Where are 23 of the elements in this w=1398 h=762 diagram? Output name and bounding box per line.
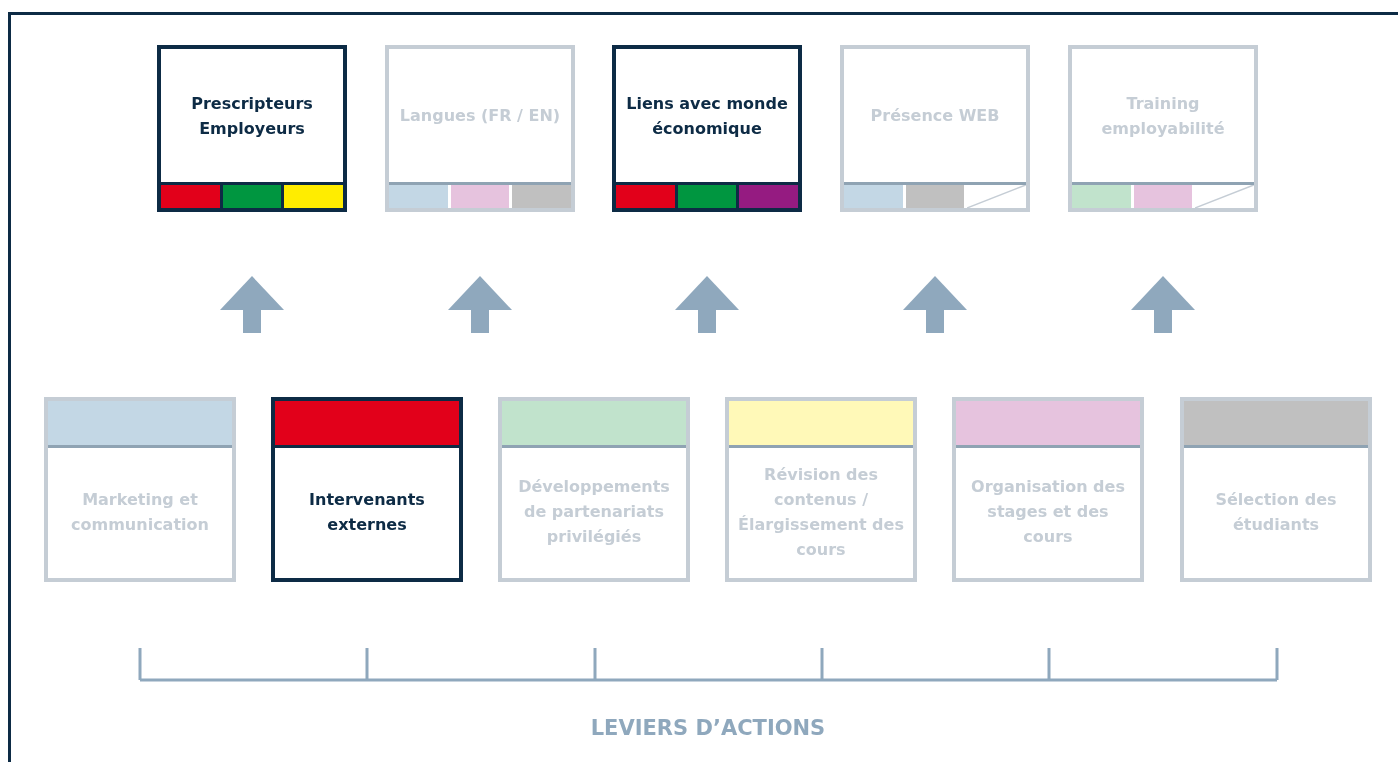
outcome-card (840, 45, 1030, 212)
card-title: Développements de partenariats privilégiés (517, 476, 671, 548)
outcome-card (1068, 45, 1258, 212)
card-title: Prescripteurs Employeurs (190, 92, 314, 140)
outcome-card (157, 45, 347, 212)
section-heading: LEVIERS D’ACTIONS (589, 716, 827, 740)
card-title: Présence WEB (869, 105, 1001, 127)
outcome-card (385, 45, 575, 212)
card-title: Sélection des étudiants (1214, 488, 1338, 536)
lever-card (952, 397, 1144, 582)
card-title: Liens avec monde économique (625, 92, 789, 140)
card-title: Intervenants externes (308, 488, 426, 536)
lever-card (271, 397, 463, 582)
card-title: Révision des contenus / Élargissement des cours (737, 463, 905, 561)
card-title: Langues (FR / EN) (398, 105, 562, 127)
card-title: Organisation des stages et des cours (970, 476, 1126, 548)
outcome-card (612, 45, 802, 212)
lever-card (498, 397, 690, 582)
lever-card (725, 397, 917, 582)
lever-card (1180, 397, 1372, 582)
lever-card (44, 397, 236, 582)
card-title: Training employabilité (1100, 92, 1226, 140)
card-title: Marketing et communication (70, 488, 210, 536)
